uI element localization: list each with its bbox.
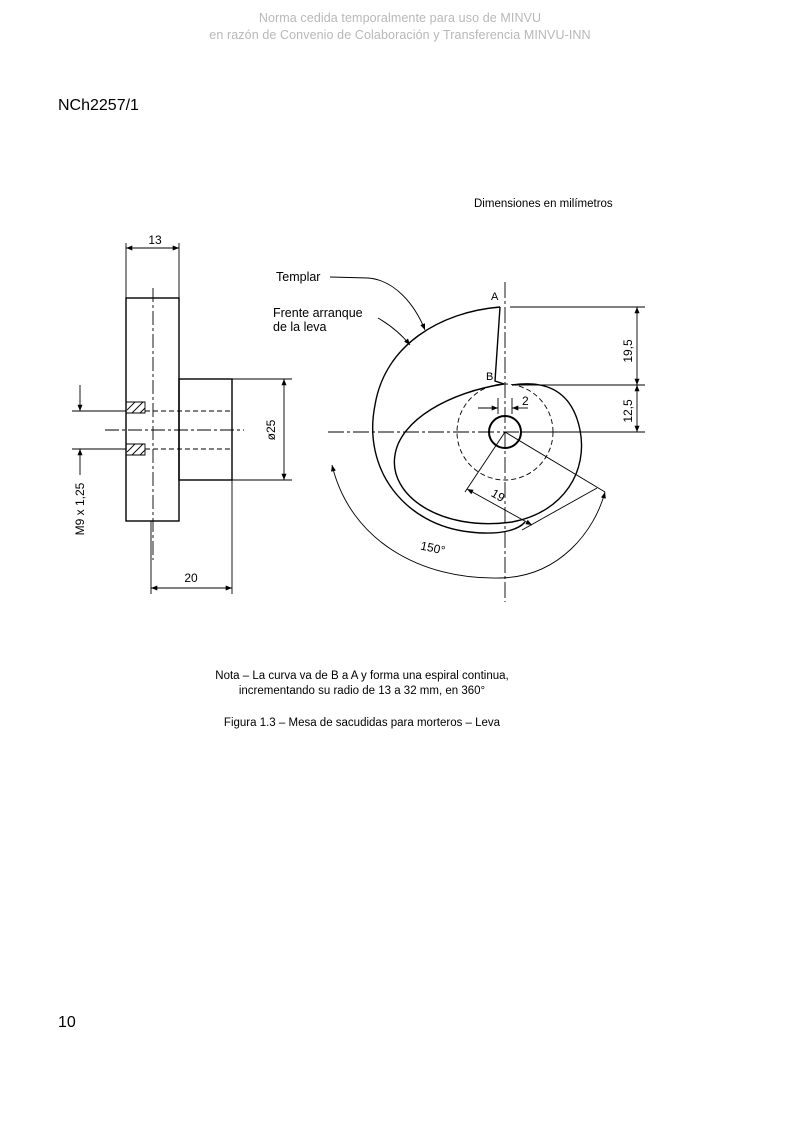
cam-view bbox=[328, 276, 645, 602]
figure-note-line-1: Nota – La curva va de B a A y forma una … bbox=[215, 670, 509, 682]
cam-technical-drawing: 13 20 ø25 M9 x 1,25 Templar Frente arran… bbox=[72, 233, 645, 602]
dim-label-12-5: 12,5 bbox=[621, 399, 635, 423]
figure-note-line-2: incrementando su radio de 13 a 32 mm, en… bbox=[238, 685, 486, 697]
label-point-a: A bbox=[491, 291, 499, 303]
watermark-line-1: Norma cedida temporalmente para uso de M… bbox=[258, 11, 542, 25]
watermark-line-2: en razón de Convenio de Colaboración y T… bbox=[209, 28, 591, 42]
dim-label-radius-19: 19 bbox=[489, 486, 508, 505]
label-de-la-leva: de la leva bbox=[273, 320, 327, 334]
units-note: Dimensiones en milímetros bbox=[474, 198, 613, 210]
dim-label-angle-150: 150° bbox=[419, 539, 446, 558]
dim-label-19-5: 19,5 bbox=[621, 339, 635, 363]
spiral-outer-curve bbox=[372, 306, 526, 534]
dim-label-20: 20 bbox=[184, 571, 198, 585]
dim-arc-150 bbox=[331, 464, 606, 579]
leader-frente bbox=[377, 317, 411, 346]
label-templar: Templar bbox=[276, 270, 320, 284]
dim-label-13: 13 bbox=[148, 233, 162, 247]
dim-label-diameter: ø25 bbox=[264, 419, 278, 440]
side-view bbox=[72, 243, 292, 594]
figure-caption: Figura 1.3 – Mesa de sacudidas para mort… bbox=[223, 717, 501, 729]
document-code: NCh2257/1 bbox=[58, 97, 139, 114]
label-frente-arranque: Frente arranque bbox=[273, 306, 363, 320]
leader-templar bbox=[329, 276, 426, 331]
cam-disc-profile bbox=[125, 297, 180, 522]
thread-hatch bbox=[125, 401, 146, 456]
spiral-cam-profile bbox=[393, 383, 583, 525]
hub-profile bbox=[178, 378, 233, 481]
dim-label-2: 2 bbox=[522, 394, 529, 408]
thread-label: M9 x 1,25 bbox=[73, 482, 87, 535]
label-point-b: B bbox=[486, 371, 493, 383]
page-number: 10 bbox=[58, 1014, 76, 1031]
